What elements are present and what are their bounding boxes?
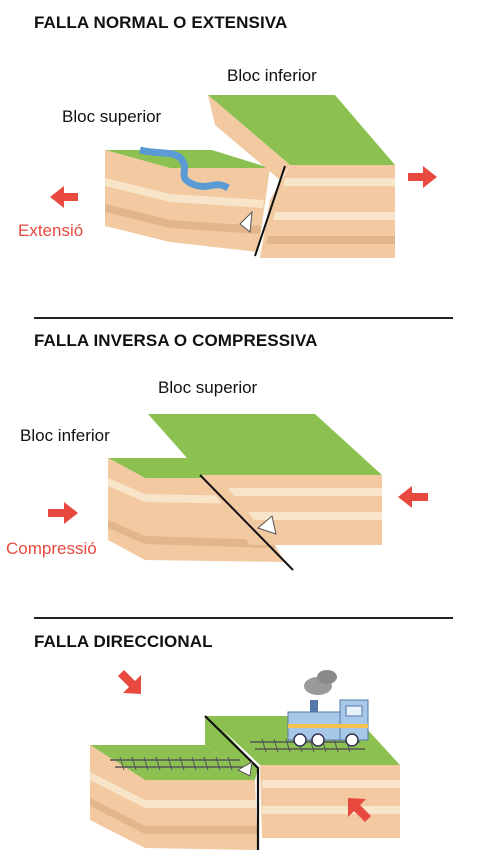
label-lower-block-normal: Bloc inferior bbox=[227, 66, 317, 85]
arrow-left-icon bbox=[398, 486, 428, 508]
hanging-block bbox=[148, 414, 382, 545]
fault-line bbox=[199, 474, 294, 571]
arrow-up-left-icon bbox=[348, 798, 371, 822]
strike-slip-fault-diagram bbox=[90, 670, 400, 850]
fault-line bbox=[204, 715, 260, 850]
fault-line bbox=[254, 165, 286, 257]
normal-fault-diagram bbox=[50, 95, 437, 258]
arrow-right-icon bbox=[408, 166, 437, 188]
reverse-fault-diagram bbox=[48, 414, 428, 571]
foot-block bbox=[208, 95, 395, 258]
label-upper-block-reverse: Bloc superior bbox=[158, 378, 258, 397]
section-divider bbox=[34, 617, 453, 619]
arrow-right-icon bbox=[48, 502, 78, 524]
section-divider bbox=[34, 317, 453, 319]
river-icon bbox=[139, 146, 230, 192]
railway-track-icon bbox=[110, 738, 365, 771]
section-title-normal-fault: FALLA NORMAL O EXTENSIVA bbox=[34, 13, 288, 32]
arrow-left-icon bbox=[50, 186, 78, 208]
arrow-down-right-icon bbox=[118, 670, 141, 694]
label-lower-block-reverse: Bloc inferior bbox=[20, 426, 110, 445]
hanging-block bbox=[105, 146, 270, 252]
label-compression: Compressió bbox=[6, 539, 97, 558]
front-block bbox=[90, 716, 258, 850]
section-title-strike-slip-fault: FALLA DIRECCIONAL bbox=[34, 632, 213, 651]
label-upper-block-normal: Bloc superior bbox=[62, 107, 162, 126]
train-icon bbox=[287, 670, 369, 747]
label-extension: Extensió bbox=[18, 221, 84, 240]
foot-block bbox=[108, 458, 285, 562]
section-title-reverse-fault: FALLA INVERSA O COMPRESSIVA bbox=[34, 331, 318, 350]
